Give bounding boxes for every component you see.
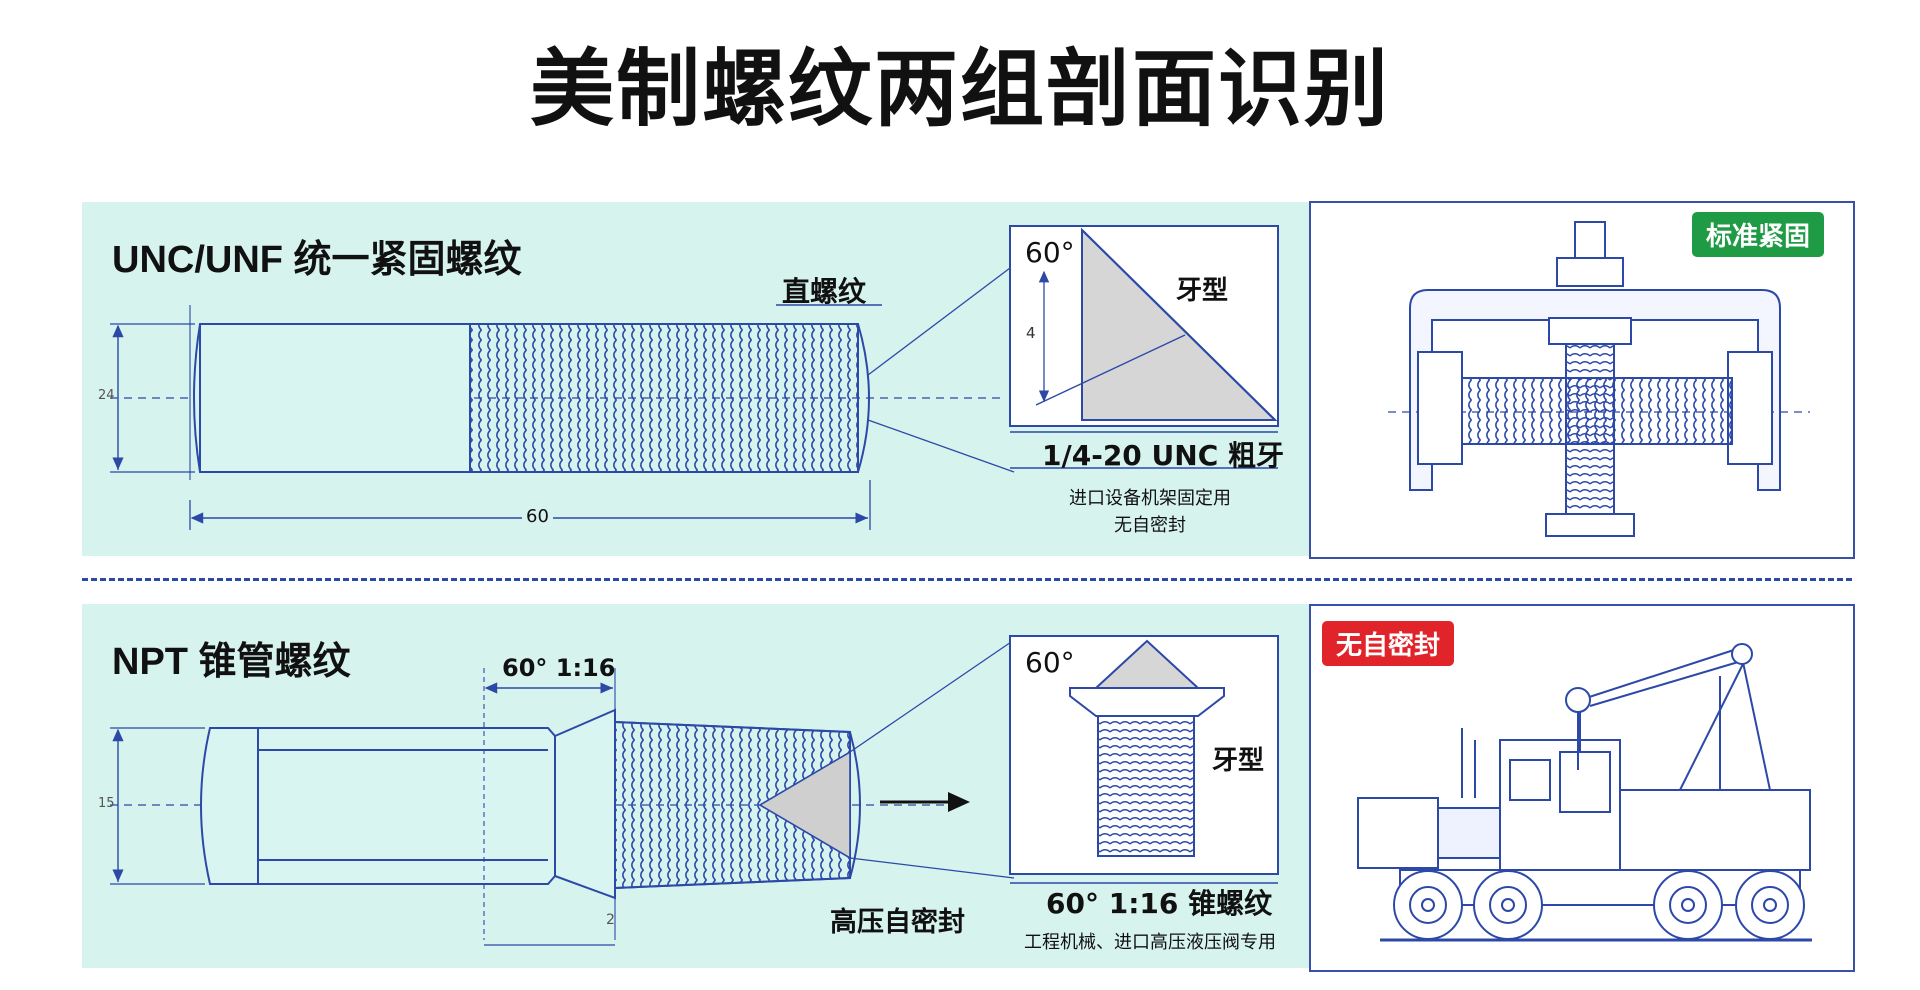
unc-heading: UNC/UNF 统一紧固螺纹 — [112, 239, 522, 281]
npt-inset-profile: 牙型 — [1212, 746, 1265, 776]
standard-fastening-badge: 标准紧固 — [1692, 212, 1825, 257]
npt-diameter-dimension: 15 — [98, 796, 115, 811]
section-divider — [82, 578, 1852, 581]
inset-angle-label: 60° — [1025, 236, 1075, 269]
npt-heading: NPT 锥管螺纹 — [112, 641, 351, 683]
inset-profile-label: 牙型 — [1176, 276, 1229, 306]
seal-label: 高压自密封 — [830, 907, 965, 938]
crane-illustration — [1357, 643, 1812, 942]
diameter-dimension: 24 — [98, 388, 115, 403]
npt-usage: 工程机械、进口高压液压阀专用 — [1024, 932, 1276, 953]
npt-inset — [1009, 635, 1279, 884]
npt-bolt — [110, 639, 1015, 946]
unc-usage-line2: 无自密封 — [1114, 515, 1186, 536]
length-dimension: 60 — [522, 506, 553, 527]
npt-spec: 60° 1:16 锥螺纹 — [1046, 887, 1273, 920]
npt-small-dimension: 2 — [606, 912, 615, 928]
frame-screw-illustration — [1388, 221, 1810, 537]
taper-label: 60° 1:16 — [502, 654, 616, 682]
npt-inset-angle: 60° — [1025, 646, 1075, 679]
unc-bolt — [110, 264, 1015, 530]
unc-usage-line1: 进口设备机架固定用 — [1069, 488, 1231, 509]
direction-arrow — [880, 792, 970, 812]
straight-thread-label: 直螺纹 — [782, 275, 867, 308]
unc-inset — [1009, 225, 1279, 469]
unc-spec: 1/4-20 UNC 粗牙 — [1042, 439, 1284, 472]
no-self-seal-badge: 无自密封 — [1322, 621, 1455, 666]
inset-height-label: 4 — [1026, 324, 1036, 342]
page-title: 美制螺纹两组剖面识别 — [529, 40, 1390, 138]
